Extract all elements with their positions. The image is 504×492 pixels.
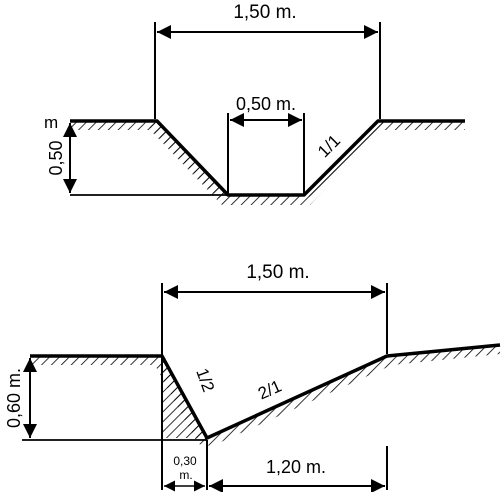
toe-width-label: 0,30 bbox=[173, 454, 197, 468]
steep-slope-label: 1/2 bbox=[192, 366, 218, 395]
slope-hatching-left bbox=[146, 121, 228, 198]
soil-hatching-bottom bbox=[30, 345, 500, 446]
soil-hatching-top bbox=[70, 121, 465, 205]
gentle-slope-label: 2/1 bbox=[255, 376, 284, 403]
slope-hatching-right bbox=[304, 121, 388, 198]
top-width-label: 1,50 m. bbox=[246, 262, 309, 283]
bottom-width-label: 0,50 m. bbox=[236, 94, 296, 114]
edge-mark-label: m bbox=[44, 113, 58, 132]
ditch-profile-top bbox=[70, 119, 465, 197]
toe-width-unit-label: m. bbox=[179, 468, 192, 482]
trapezoidal-ditch-section: 1,50 m. 0,50 m. 0,50 1/1 m bbox=[44, 2, 465, 205]
side-slope-label: 1/1 bbox=[314, 131, 344, 161]
asymmetric-ditch-section: 1,50 m. 0,60 m. 1/2 2/1 0,30 m. 1,20 m. bbox=[4, 262, 501, 492]
base-width-label: 1,20 m. bbox=[266, 457, 326, 477]
top-width-label: 1,50 m. bbox=[233, 2, 296, 23]
depth-label: 0,60 m. bbox=[4, 368, 24, 428]
ditch-profile-bottom bbox=[30, 343, 501, 440]
depth-label: 0,50 bbox=[46, 140, 66, 175]
